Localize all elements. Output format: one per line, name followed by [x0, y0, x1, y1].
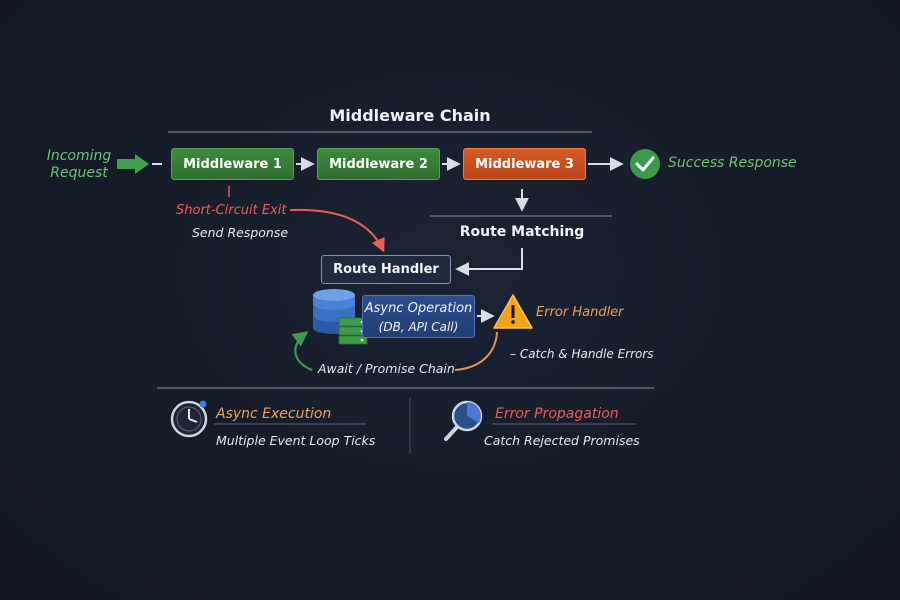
async-operation-box: Async Operation (DB, API Call) — [362, 295, 475, 338]
middleware-1-box: Middleware 1 — [171, 148, 294, 180]
catch-curve — [454, 331, 498, 371]
await-chain-label: Await / Promise Chain — [318, 361, 455, 376]
incoming-line-2: Request — [50, 165, 108, 181]
short-circuit-arrow — [289, 208, 385, 253]
send-response-label: Send Response — [192, 225, 289, 240]
success-check-icon — [630, 149, 660, 179]
arrow-matching-handler — [455, 248, 523, 276]
diagram-title: Middleware Chain — [329, 106, 491, 125]
warning-icon — [493, 294, 533, 329]
success-response-label: Success Response — [668, 155, 797, 171]
error-propagation-subtitle: Catch Rejected Promises — [484, 433, 640, 448]
await-loop-arrow — [291, 331, 313, 372]
clock-icon — [170, 400, 208, 438]
catch-errors-label: – Catch & Handle Errors — [510, 347, 654, 361]
middleware-2-box: Middleware 2 — [317, 148, 440, 180]
incoming-line-1: Incoming — [46, 148, 112, 164]
route-handler-box: Route Handler — [321, 255, 451, 284]
async-operation-line-1: Async Operation — [364, 301, 473, 316]
middleware-3-box: Middleware 3 — [463, 148, 586, 180]
async-operation-line-2: (DB, API Call) — [378, 320, 459, 334]
route-matching-label: Route Matching — [459, 224, 585, 240]
async-execution-subtitle: Multiple Event Loop Ticks — [216, 433, 376, 448]
magnifier-icon — [444, 400, 483, 441]
async-execution-title: Async Execution — [216, 406, 332, 422]
error-propagation-title: Error Propagation — [495, 406, 619, 422]
incoming-arrow — [117, 154, 149, 174]
error-handler-label: Error Handler — [536, 305, 624, 320]
incoming-request-label: Incoming Request — [38, 148, 120, 182]
server-icon — [338, 317, 368, 345]
short-circuit-label: Short-Circuit Exit — [176, 203, 287, 218]
